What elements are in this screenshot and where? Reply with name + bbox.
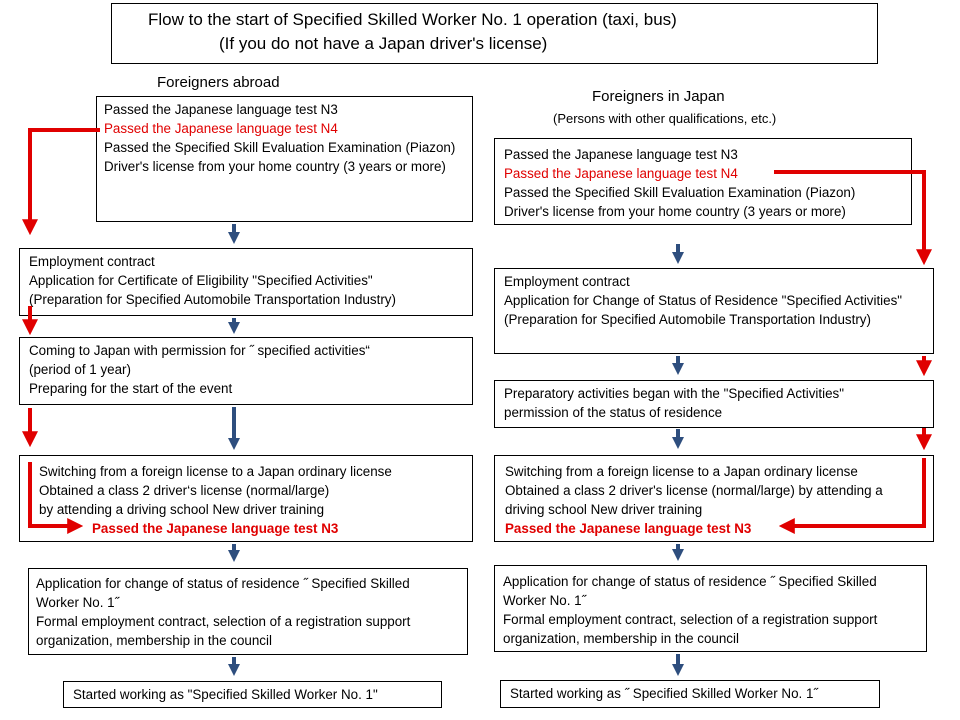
left-license-line-1: Switching from a foreign license to a Ja…	[39, 464, 392, 479]
left-req-skill-exam: Passed the Specified Skill Evaluation Ex…	[104, 140, 456, 155]
left-status-change-line-2: Formal employment contract, selection of…	[36, 614, 411, 648]
right-requirements-box: Passed the Japanese language test N3 Pas…	[494, 138, 912, 225]
right-contract-box: Employment contract Application for Chan…	[494, 268, 934, 354]
right-status-change-line-1: Application for change of status of resi…	[503, 574, 877, 608]
left-arrival-line-3: Preparing for the start of the event	[29, 381, 233, 396]
right-status-change-box: Application for change of status of resi…	[494, 565, 927, 652]
left-contract-box: Employment contract Application for Cert…	[19, 248, 473, 316]
left-contract-line-3: (Preparation for Specified Automobile Tr…	[29, 292, 396, 307]
left-heading: Foreigners abroad	[157, 74, 280, 91]
right-req-skill-exam: Passed the Specified Skill Evaluation Ex…	[504, 185, 856, 200]
right-license-n3: Passed the Japanese language test N3	[505, 521, 752, 536]
title-box: Flow to the start of Specified Skilled W…	[111, 3, 878, 64]
right-license-box: Switching from a foreign license to a Ja…	[494, 455, 934, 542]
left-contract-line-1: Employment contract	[29, 254, 155, 269]
left-license-box: Switching from a foreign license to a Ja…	[19, 455, 473, 542]
left-req-n3: Passed the Japanese language test N3	[104, 102, 338, 117]
right-contract-line-1: Employment contract	[504, 274, 630, 289]
right-heading: Foreigners in Japan	[592, 88, 725, 105]
right-license-line-2: Obtained a class 2 driver's license (nor…	[505, 483, 883, 517]
left-arrival-box: Coming to Japan with permission for ˝ sp…	[19, 337, 473, 405]
left-req-n4: Passed the Japanese language test N4	[104, 121, 338, 136]
right-start-text: Started working as ˝ Specified Skilled W…	[510, 686, 818, 701]
left-status-change-line-1: Application for change of status of resi…	[36, 576, 410, 610]
left-start-text: Started working as "Specified Skilled Wo…	[73, 687, 378, 702]
left-status-change-box: Application for change of status of resi…	[28, 568, 468, 655]
right-preparatory-text: Preparatory activities began with the "S…	[504, 386, 844, 420]
title-line-1: Flow to the start of Specified Skilled W…	[148, 10, 677, 29]
right-subheading: (Persons with other qualifications, etc.…	[553, 111, 777, 126]
left-arrival-line-1: Coming to Japan with permission for ˝ sp…	[29, 343, 370, 358]
right-preparatory-box: Preparatory activities began with the "S…	[494, 380, 934, 428]
left-license-n3: Passed the Japanese language test N3	[92, 521, 339, 536]
right-req-home-license: Driver's license from your home country …	[504, 204, 846, 219]
right-req-n4: Passed the Japanese language test N4	[504, 166, 738, 181]
left-requirements-box: Passed the Japanese language test N3 Pas…	[96, 96, 473, 222]
right-status-change-line-2: Formal employment contract, selection of…	[503, 612, 878, 646]
left-license-line-2: Obtained a class 2 driver‘s license (nor…	[39, 483, 330, 498]
left-start-box: Started working as "Specified Skilled Wo…	[63, 681, 442, 708]
left-arrival-line-2: (period of 1 year)	[29, 362, 131, 377]
right-start-box: Started working as ˝ Specified Skilled W…	[500, 680, 880, 708]
right-req-n3: Passed the Japanese language test N3	[504, 147, 738, 162]
left-n4-bypass-arrow	[22, 128, 100, 236]
title-line-2: (If you do not have a Japan driver's lic…	[219, 34, 548, 53]
left-license-line-3: by attending a driving school New driver…	[39, 502, 325, 517]
right-contract-line-2: Application for Change of Status of Resi…	[504, 293, 903, 327]
left-req-home-license: Driver's license from your home country …	[104, 159, 446, 174]
left-contract-line-2: Application for Certificate of Eligibili…	[29, 273, 373, 288]
right-license-line-1: Switching from a foreign license to a Ja…	[505, 464, 858, 479]
